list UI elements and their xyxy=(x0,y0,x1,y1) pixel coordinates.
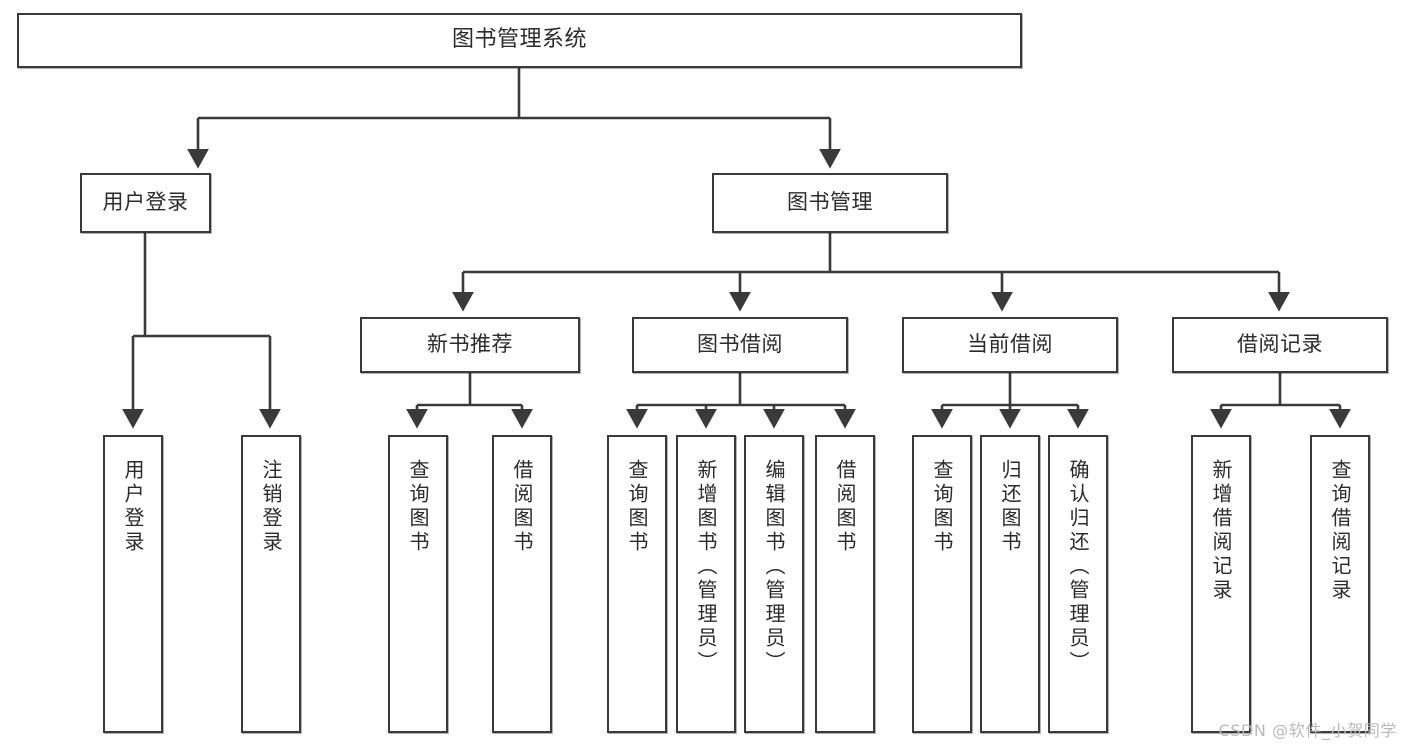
node-label: 借阅记录 xyxy=(1237,332,1323,357)
node-label: 新增图书（管理员） xyxy=(694,459,718,675)
leaf-book-borrow-query-book[interactable]: 查询图书 xyxy=(607,435,667,733)
node-user-login[interactable]: 用户登录 xyxy=(80,173,211,233)
leaf-current-borrow-confirm-return-admin[interactable]: 确认归还（管理员） xyxy=(1048,435,1108,733)
leaf-borrow-record-add-record[interactable]: 新增借阅记录 xyxy=(1191,435,1251,733)
csdn-watermark: CSDN @软件_小贺同学 xyxy=(1218,721,1397,740)
leaf-book-borrow-borrow-book[interactable]: 借阅图书 xyxy=(815,435,875,733)
node-new-book-recommend[interactable]: 新书推荐 xyxy=(360,317,580,373)
leaf-user-login-login[interactable]: 用户登录 xyxy=(103,435,163,733)
node-label: 新增借阅记录 xyxy=(1209,459,1233,603)
node-label: 用户登录 xyxy=(121,459,145,555)
node-label: 编辑图书（管理员） xyxy=(762,459,786,675)
node-book-management[interactable]: 图书管理 xyxy=(712,173,948,233)
node-label: 新书推荐 xyxy=(427,332,513,357)
leaf-book-borrow-add-book-admin[interactable]: 新增图书（管理员） xyxy=(676,435,736,733)
node-root-book-management-system[interactable]: 图书管理系统 xyxy=(17,13,1022,68)
node-label: 查询图书 xyxy=(406,459,430,555)
node-book-borrow[interactable]: 图书借阅 xyxy=(632,317,848,373)
node-label: 借阅图书 xyxy=(833,459,857,555)
node-label: 图书管理系统 xyxy=(451,27,587,53)
node-label: 图书管理 xyxy=(787,190,873,215)
leaf-user-login-logout[interactable]: 注销登录 xyxy=(241,435,301,733)
node-label: 借阅图书 xyxy=(510,459,534,555)
node-current-borrow[interactable]: 当前借阅 xyxy=(902,317,1118,373)
leaf-book-borrow-edit-book-admin[interactable]: 编辑图书（管理员） xyxy=(744,435,804,733)
node-label: 确认归还（管理员） xyxy=(1066,459,1090,675)
node-borrow-record[interactable]: 借阅记录 xyxy=(1172,317,1388,373)
node-label: 当前借阅 xyxy=(967,332,1053,357)
node-label: 图书借阅 xyxy=(697,332,783,357)
leaf-current-borrow-return-book[interactable]: 归还图书 xyxy=(980,435,1040,733)
node-label: 注销登录 xyxy=(259,459,283,555)
node-label: 用户登录 xyxy=(102,190,189,215)
leaf-new-book-borrow-book[interactable]: 借阅图书 xyxy=(492,435,552,733)
node-label: 查询图书 xyxy=(625,459,649,555)
node-label: 归还图书 xyxy=(998,459,1022,555)
node-label: 查询借阅记录 xyxy=(1328,459,1352,603)
leaf-borrow-record-query-record[interactable]: 查询借阅记录 xyxy=(1310,435,1370,733)
node-label: 查询图书 xyxy=(930,459,954,555)
leaf-new-book-query-book[interactable]: 查询图书 xyxy=(388,435,448,733)
leaf-current-borrow-query-book[interactable]: 查询图书 xyxy=(912,435,972,733)
